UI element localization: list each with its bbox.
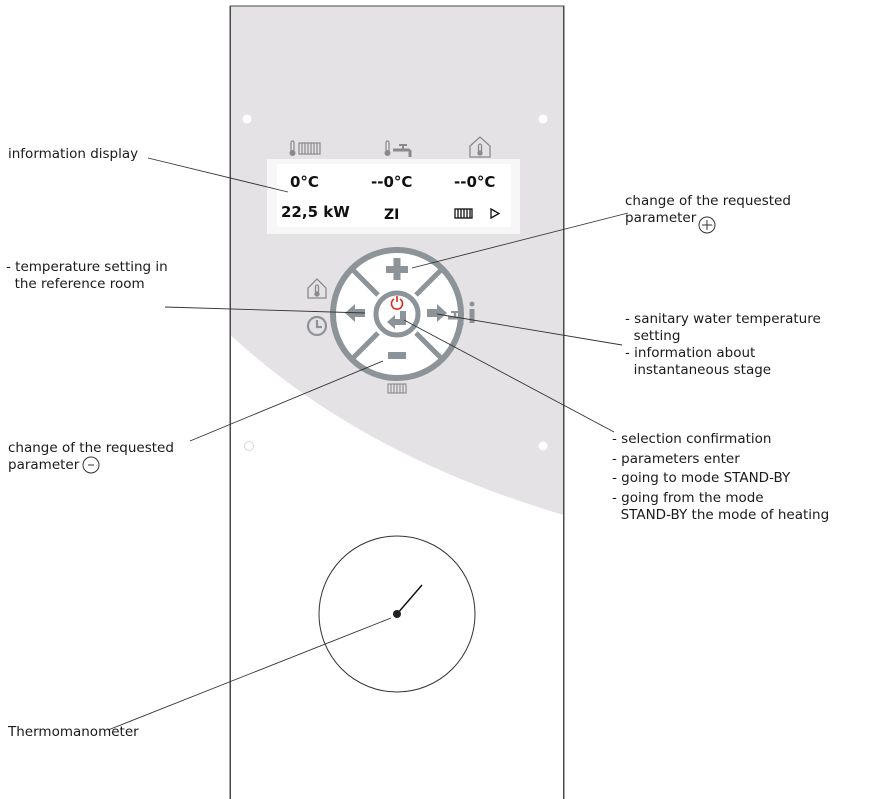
label-change-plus: change of the requested parameter	[625, 193, 791, 226]
label-thermomanometer: Thermomanometer	[8, 724, 139, 740]
leader-lines	[107, 157, 629, 731]
label-sanitary-water: - sanitary water temperature setting - i…	[625, 311, 821, 378]
display-room-temp: --0°C	[454, 173, 495, 191]
enter-arrow-icon	[387, 311, 406, 329]
radiator-icon-bottom	[387, 383, 407, 394]
minus-icon	[388, 352, 406, 359]
display-radiator-icon	[454, 208, 473, 219]
thermomanometer-gauge	[318, 535, 476, 693]
power-icon	[390, 296, 404, 310]
enter-button[interactable]	[387, 296, 406, 329]
display-heating-temp: 0°C	[290, 173, 319, 191]
label-change-minus: change of the requested parameter	[8, 440, 174, 473]
arrow-right-icon	[427, 304, 447, 322]
screw-bottom-right	[538, 441, 548, 451]
clock-icon	[306, 315, 328, 337]
house-thermometer-icon	[469, 136, 491, 158]
control-pad	[330, 247, 464, 381]
tap-thermometer-icon	[384, 140, 412, 157]
right-button[interactable]	[427, 304, 447, 322]
minus-button[interactable]	[388, 352, 406, 359]
label-enter-button: - selection confirmation - parameters en…	[612, 431, 830, 523]
display-dhw-temp: --0°C	[371, 173, 412, 191]
plus-circle-symbol	[698, 216, 716, 234]
label-information-display: information display	[8, 146, 139, 162]
screw-top-left	[242, 114, 252, 124]
screw-bottom-left	[244, 441, 254, 451]
label-temperature-setting: - temperature setting in the reference r…	[6, 259, 168, 292]
house-icon-left	[307, 278, 327, 299]
radiator-thermometer-icon	[289, 140, 321, 157]
plus-button[interactable]	[386, 258, 408, 280]
screw-top-right	[538, 114, 548, 124]
display-mode: ZI	[384, 207, 399, 223]
info-icon	[469, 301, 475, 323]
display-power: 22,5 kW	[281, 203, 350, 221]
display-play-icon	[490, 207, 501, 220]
minus-circle-symbol	[82, 456, 100, 474]
